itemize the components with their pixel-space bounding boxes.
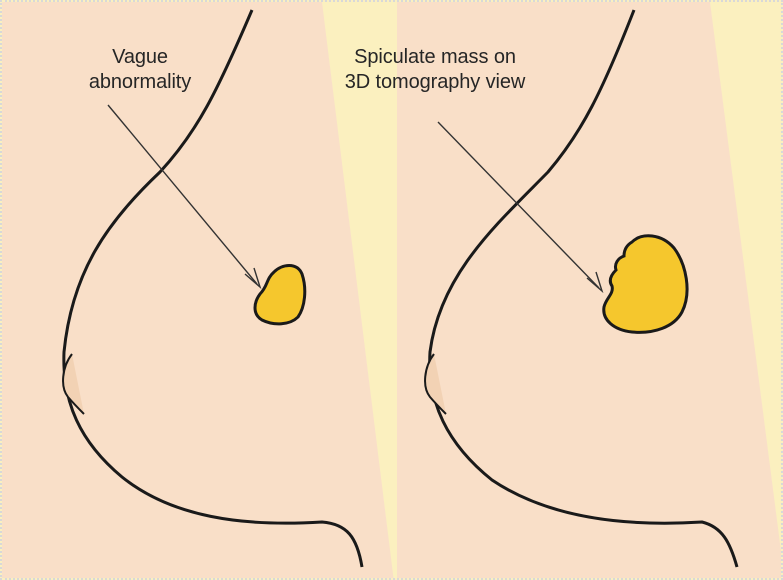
vague-abnormality-label: Vague abnormality: [75, 45, 205, 95]
spiculate-mass-label-line-1: Spiculate mass on: [320, 45, 550, 70]
spiculate-mass-label: Spiculate mass on 3D tomography view: [320, 45, 550, 95]
spiculate-mass-label-line-2: 3D tomography view: [320, 70, 550, 95]
vague-abnormality-label-line-2: abnormality: [75, 70, 205, 95]
vague-abnormality-label-line-1: Vague: [75, 45, 205, 70]
